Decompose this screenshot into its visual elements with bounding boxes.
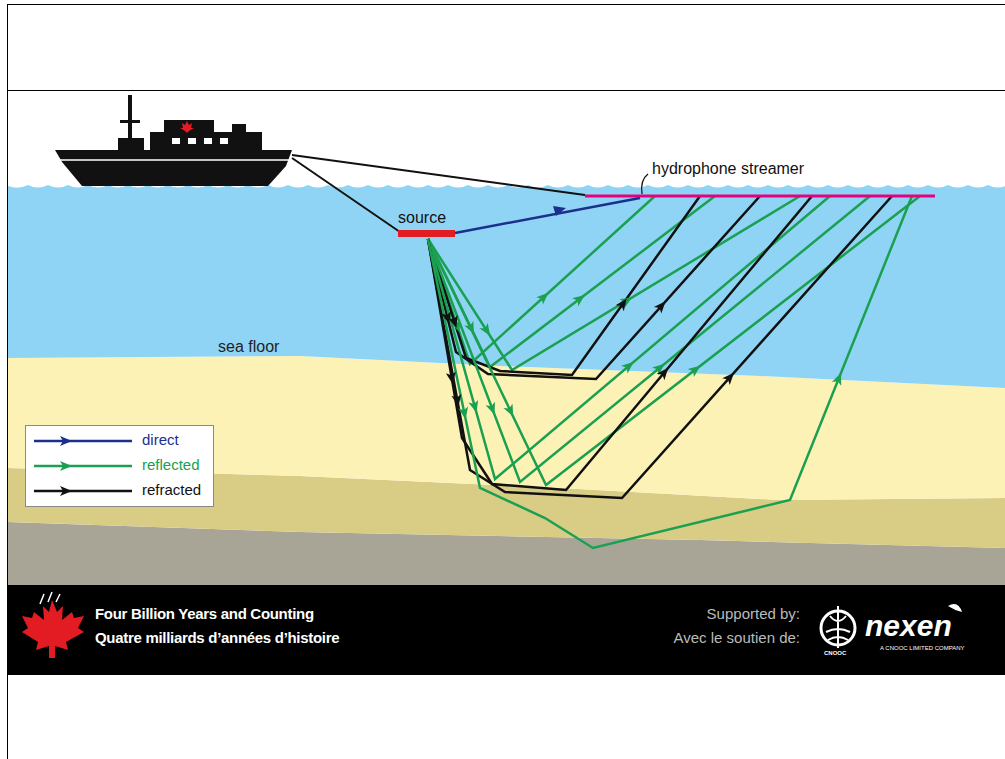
- arrowhead: [536, 289, 552, 304]
- legend-row: refracted: [32, 479, 205, 504]
- seismic-ray: [428, 196, 760, 379]
- legend-row: direct: [32, 429, 205, 454]
- callout-label: source: [398, 209, 446, 227]
- logo-text: nexen: [865, 609, 952, 642]
- legend-sample: [32, 429, 136, 454]
- seismic-ray: [428, 196, 655, 364]
- legend-row: reflected: [32, 454, 205, 479]
- survey-ship: [55, 95, 292, 186]
- arrowhead: [832, 371, 846, 386]
- sea-water: [8, 185, 1005, 388]
- seismic-ray: [428, 196, 800, 370]
- footer-bar: [8, 585, 1005, 675]
- source-cable: [292, 158, 400, 232]
- seismic-ray: [428, 196, 870, 482]
- sponsor-label: Supported by:: [707, 606, 800, 623]
- logo-text: CNOOC: [824, 650, 846, 657]
- frame-line: [7, 4, 1005, 5]
- footer-title: Quatre milliards d’années d’histoire: [95, 630, 339, 647]
- legend-text: direct: [142, 432, 179, 449]
- leader-line: [642, 174, 648, 194]
- frame-line: [7, 4, 8, 759]
- legend-text: refracted: [142, 482, 201, 499]
- arrowhead: [654, 298, 669, 314]
- arrowhead: [451, 394, 463, 408]
- arrowhead: [486, 402, 500, 417]
- arrowhead: [479, 323, 494, 338]
- arrowhead: [553, 206, 566, 216]
- logo-text: A CNOOC LIMITED COMPANY: [880, 645, 965, 652]
- callout-label: hydrophone streamer: [652, 160, 804, 178]
- legend-box: direct reflected refracted: [25, 425, 214, 507]
- hydrophone-streamer: [585, 195, 935, 198]
- seismic-ray: [428, 196, 812, 490]
- footer-title: Four Billion Years and Counting: [95, 606, 314, 623]
- seismic-ray: [428, 196, 830, 479]
- arrowhead: [446, 372, 458, 386]
- seismic-source: [398, 230, 455, 237]
- seismic-ray: [428, 196, 912, 548]
- maple-leaf-logo: [22, 600, 84, 658]
- arrowhead: [616, 296, 631, 312]
- logo-strokes: [40, 592, 60, 604]
- layer-label: sea floor: [218, 338, 279, 356]
- arrowhead: [688, 362, 704, 377]
- arrowhead: [722, 369, 737, 385]
- arrowhead: [572, 291, 588, 306]
- direct-ray: [455, 198, 640, 233]
- seismic-ray: [428, 196, 892, 498]
- cnooc-logo: [826, 606, 850, 648]
- arrowhead: [621, 358, 637, 373]
- legend-sample: [32, 454, 136, 479]
- seismic-ray: [428, 196, 715, 367]
- arrowhead: [464, 321, 478, 336]
- arrowhead: [458, 406, 470, 420]
- arrowhead: [657, 365, 672, 381]
- legend-text: reflected: [142, 457, 200, 474]
- frame-line: [7, 90, 1005, 91]
- arrowhead: [441, 311, 454, 325]
- arrowhead: [468, 400, 481, 414]
- sponsor-label: Avec le soutien de:: [674, 630, 800, 647]
- arrowhead: [503, 404, 517, 419]
- legend-sample: [32, 479, 136, 504]
